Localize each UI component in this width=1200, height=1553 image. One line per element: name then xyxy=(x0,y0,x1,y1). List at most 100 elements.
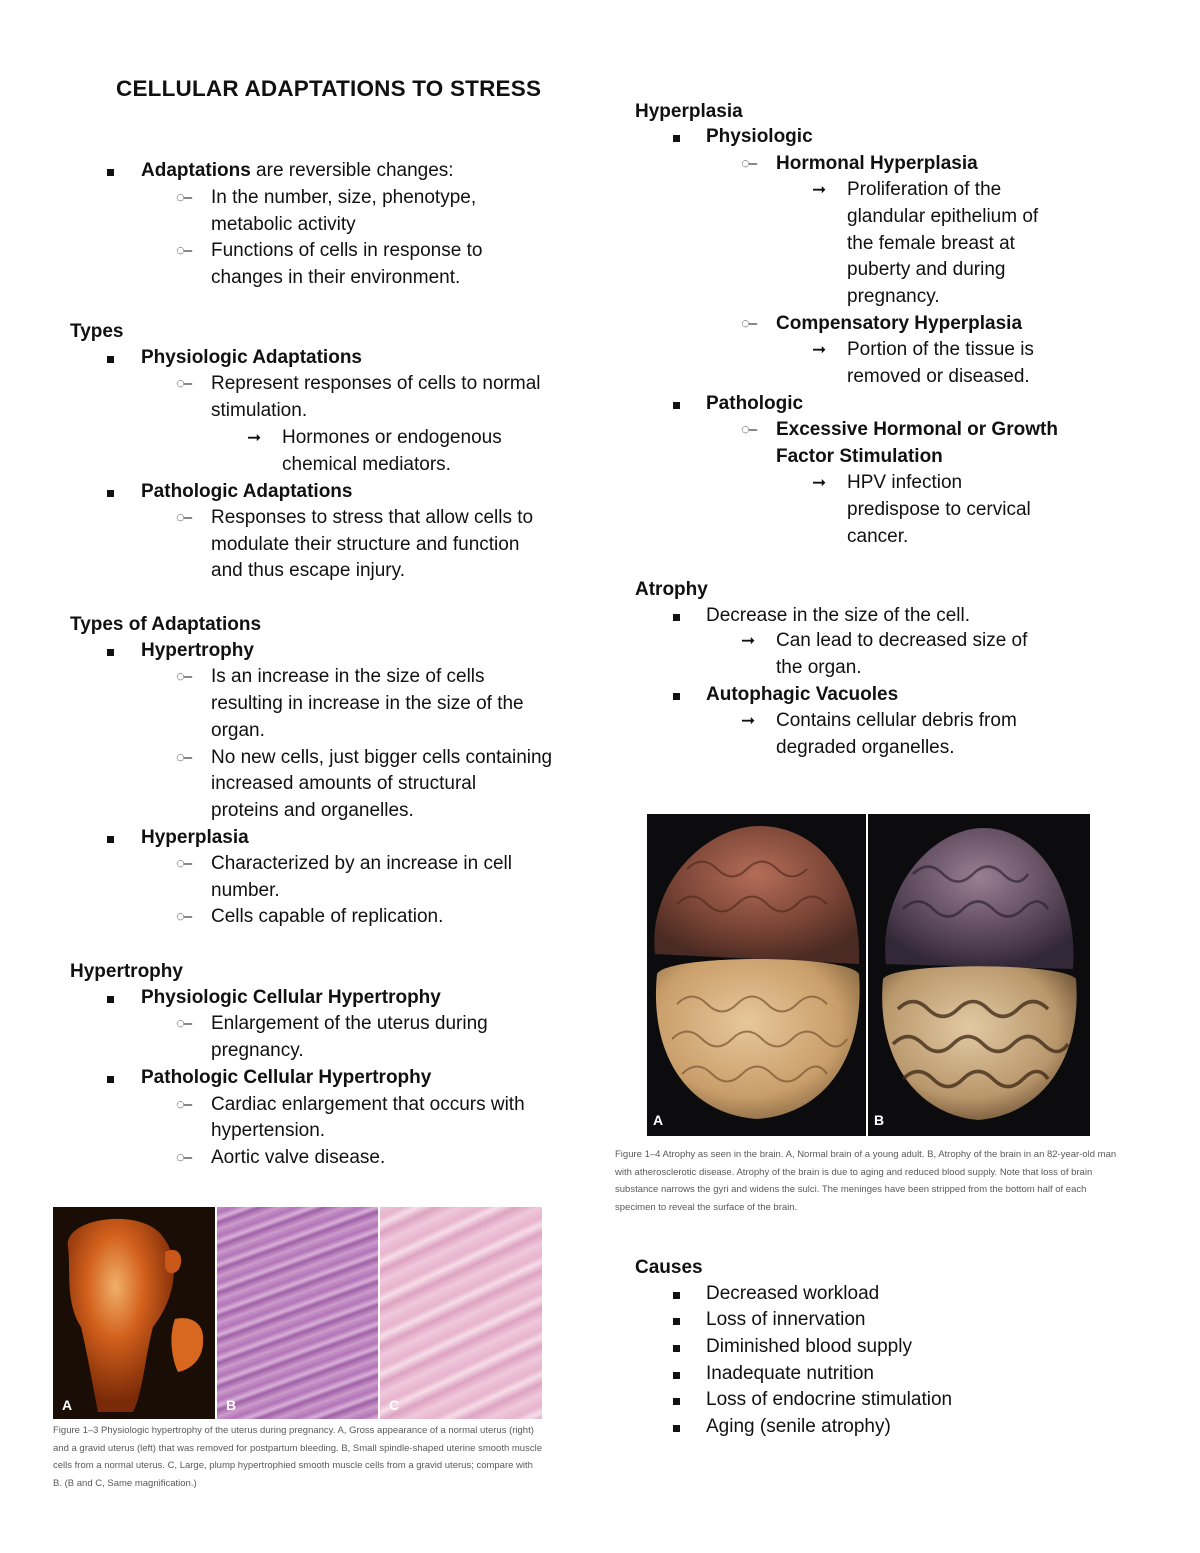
path-cell-hyp-sub1-line2: hypertension. xyxy=(211,1120,326,1141)
compensatory-arrow-line2: removed or diseased. xyxy=(847,366,1030,387)
square-bullet xyxy=(673,1318,680,1325)
excessive-line2: Factor Stimulation xyxy=(776,446,943,467)
hyperplasia-sub2: Cells capable of replication. xyxy=(211,906,444,927)
compensatory-hyperplasia: Compensatory Hyperplasia xyxy=(776,313,1023,334)
sub-bullet-icon: ◌– xyxy=(741,421,757,438)
physiologic-sub-line2: stimulation. xyxy=(211,400,308,421)
hypertrophy-sub1-line1: Is an increase in the size of cells xyxy=(211,666,485,687)
cause-item: Decreased workload xyxy=(706,1283,880,1304)
figure-uterus-normal-histology-image: B xyxy=(217,1207,378,1419)
phys-cell-hyp-line2: pregnancy. xyxy=(211,1040,304,1061)
excessive-arrow-line3: cancer. xyxy=(847,526,909,547)
square-bullet xyxy=(107,169,114,176)
pathologic-adaptations: Pathologic Adaptations xyxy=(141,481,353,502)
pathologic-sub-line1: Responses to stress that allow cells to xyxy=(211,507,534,528)
sub-bullet-icon: ◌– xyxy=(176,855,192,872)
causes-heading: Causes xyxy=(635,1257,703,1278)
pathologic-item: Pathologic xyxy=(706,393,804,414)
excessive-arrow-line2: predispose to cervical xyxy=(847,499,1031,520)
physiologic-sub-line1: Represent responses of cells to normal xyxy=(211,373,541,394)
physiologic-cellular-hypertrophy: Physiologic Cellular Hypertrophy xyxy=(141,987,441,1008)
types-heading: Types xyxy=(70,321,124,342)
brain-atrophic-drawing xyxy=(882,828,1077,1120)
hyperplasia-sub1-line2: number. xyxy=(211,880,280,901)
hormonal-arrow-line1: Proliferation of the xyxy=(847,179,1002,200)
pathologic-sub-line3: and thus escape injury. xyxy=(211,560,405,581)
square-bullet xyxy=(673,1398,680,1405)
hyperplasia-heading: Hyperplasia xyxy=(635,101,743,122)
square-bullet xyxy=(107,996,114,1003)
sub-bullet-icon: ◌– xyxy=(176,1015,192,1032)
figure1-letter-b: B xyxy=(226,1397,237,1413)
intro-sub1-line2: metabolic activity xyxy=(211,214,356,235)
sub-bullet-icon: ◌– xyxy=(176,1096,192,1113)
square-bullet xyxy=(673,1345,680,1352)
hormonal-hyperplasia: Hormonal Hyperplasia xyxy=(776,153,978,174)
arrow-icon: ➞ xyxy=(812,180,827,199)
hypertrophy-sub2-line1: No new cells, just bigger cells containi… xyxy=(211,747,553,768)
cause-item: Loss of endocrine stimulation xyxy=(706,1389,953,1410)
physiologic-item: Physiologic xyxy=(706,126,813,147)
figure-brain-normal-image: A xyxy=(647,814,866,1136)
brain-normal-drawing xyxy=(654,825,860,1119)
arrow-icon: ➞ xyxy=(741,711,756,730)
hypertrophy-item: Hypertrophy xyxy=(141,640,254,661)
sub-bullet-icon: ◌– xyxy=(176,749,192,766)
hypertrophy-heading: Hypertrophy xyxy=(70,961,183,982)
excessive-line1: Excessive Hormonal or Growth xyxy=(776,419,1058,440)
hormonal-arrow-line4: puberty and during xyxy=(847,259,1006,280)
square-bullet xyxy=(107,649,114,656)
physiologic-arrow-line2: chemical mediators. xyxy=(282,454,451,475)
intro-lead: Adaptations xyxy=(141,160,251,181)
square-bullet xyxy=(673,693,680,700)
square-bullet xyxy=(673,135,680,142)
cause-item: Diminished blood supply xyxy=(706,1336,912,1357)
atrophy-arrow-line1: Can lead to decreased size of xyxy=(776,630,1028,651)
path-cell-hyp-sub1-line1: Cardiac enlargement that occurs with xyxy=(211,1094,525,1115)
arrow-icon: ➞ xyxy=(741,631,756,650)
intro-sub2-line1: Functions of cells in response to xyxy=(211,240,483,261)
compensatory-arrow-line1: Portion of the tissue is xyxy=(847,339,1034,360)
hormonal-arrow-line3: the female breast at xyxy=(847,233,1015,254)
phys-cell-hyp-line1: Enlargement of the uterus during xyxy=(211,1013,488,1034)
autophagic-arrow-line2: degraded organelles. xyxy=(776,737,955,758)
figure1-letter-a: A xyxy=(62,1397,73,1413)
square-bullet xyxy=(673,402,680,409)
intro-line: Adaptations are reversible changes: xyxy=(141,158,454,184)
figure-uterus-gross-image: A xyxy=(53,1207,215,1419)
hypertrophy-sub2-line3: proteins and organelles. xyxy=(211,800,414,821)
cause-item: Aging (senile atrophy) xyxy=(706,1416,891,1437)
figure2-letter-b: B xyxy=(874,1112,885,1128)
square-bullet xyxy=(107,490,114,497)
excessive-arrow-line1: HPV infection xyxy=(847,472,963,493)
hypertrophy-sub1-line3: organ. xyxy=(211,720,265,741)
figure1-caption: Figure 1–3 Physiologic hypertrophy of th… xyxy=(53,1425,542,1489)
hyperplasia-sub1-line1: Characterized by an increase in cell xyxy=(211,853,512,874)
physiologic-adaptations: Physiologic Adaptations xyxy=(141,347,362,368)
atrophy-arrow-line2: the organ. xyxy=(776,657,862,678)
figure1-letter-c: C xyxy=(389,1397,400,1413)
sub-bullet-icon: ◌– xyxy=(741,155,757,172)
square-bullet xyxy=(673,1372,680,1379)
figure2-caption: Figure 1–4 Atrophy as seen in the brain.… xyxy=(615,1149,1117,1213)
sub-bullet-icon: ◌– xyxy=(176,1149,192,1166)
sub-bullet-icon: ◌– xyxy=(176,509,192,526)
square-bullet xyxy=(107,1076,114,1083)
sub-bullet-icon: ◌– xyxy=(176,375,192,392)
hormonal-arrow-line2: glandular epithelium of xyxy=(847,206,1039,227)
path-cell-hyp-sub2: Aortic valve disease. xyxy=(211,1147,386,1168)
physiologic-arrow-line1: Hormones or endogenous xyxy=(282,427,502,448)
intro-sub1-line1: In the number, size, phenotype, xyxy=(211,187,477,208)
square-bullet xyxy=(107,356,114,363)
uterus-gross-drawing xyxy=(67,1218,204,1412)
sub-bullet-icon: ◌– xyxy=(741,315,757,332)
hypertrophy-sub2-line2: increased amounts of structural xyxy=(211,773,477,794)
autophagic-vacuoles: Autophagic Vacuoles xyxy=(706,684,899,705)
hypertrophy-sub1-line2: resulting in increase in the size of the xyxy=(211,693,524,714)
pathologic-sub-line2: modulate their structure and function xyxy=(211,534,520,555)
pathologic-cellular-hypertrophy: Pathologic Cellular Hypertrophy xyxy=(141,1067,432,1088)
arrow-icon: ➞ xyxy=(812,473,827,492)
arrow-icon: ➞ xyxy=(812,340,827,359)
cause-item: Inadequate nutrition xyxy=(706,1363,874,1384)
sub-bullet-icon: ◌– xyxy=(176,189,192,206)
